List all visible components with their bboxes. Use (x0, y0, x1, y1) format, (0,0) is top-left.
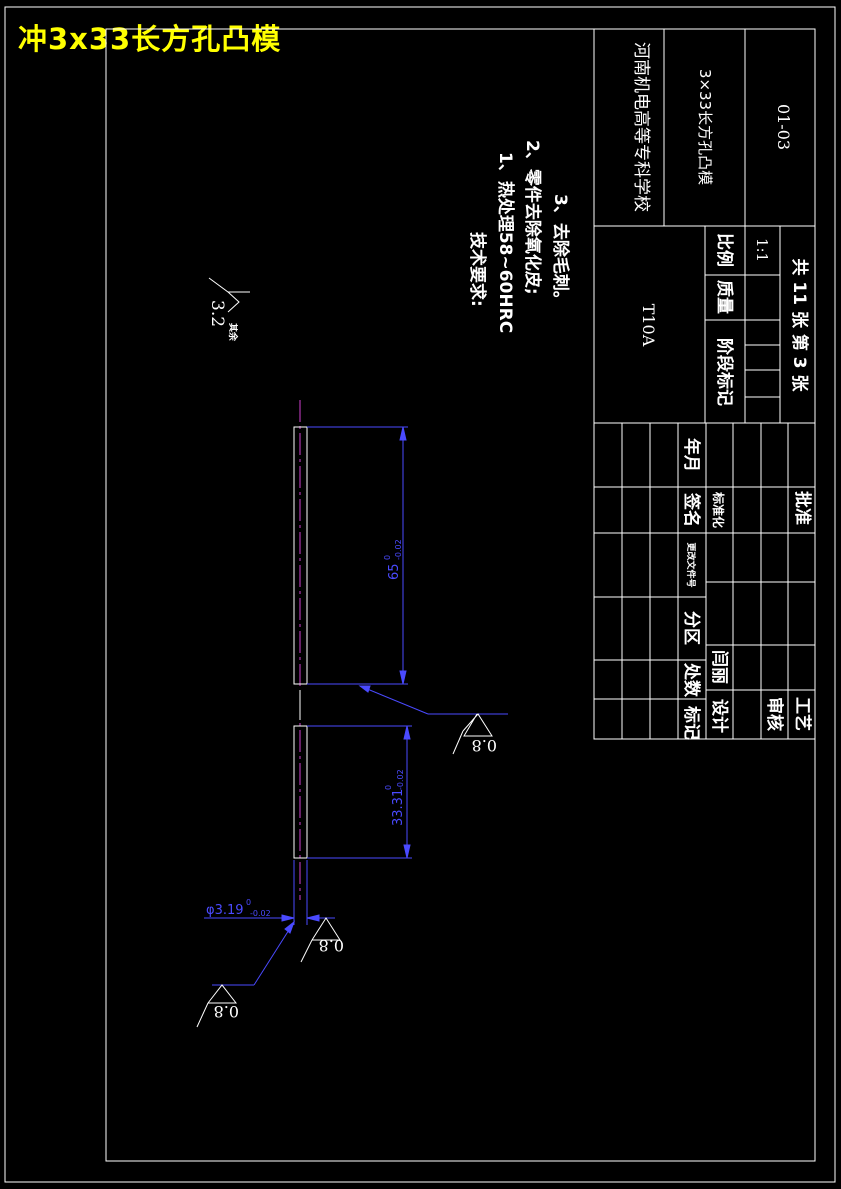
school-name: 河南机电高等专科学校 (631, 42, 651, 212)
roughness-value-3: 0.8 (214, 1002, 239, 1021)
roughness-value-2: 0.8 (319, 936, 344, 955)
designer-name: 闫丽 (709, 650, 730, 684)
design-label: 设计 (709, 699, 730, 733)
dimension-length: 65 (387, 563, 402, 580)
process-label: 工艺 (792, 697, 813, 731)
dimension-thickness-upper: 0 (246, 898, 251, 907)
rev-change-doc: 更改文件号 (685, 542, 697, 587)
roughness-symbol-1 (358, 685, 508, 755)
roughness-value-1: 0.8 (472, 736, 497, 755)
roughness-symbol-3 (196, 920, 296, 1028)
standardize-label: 标准化 (711, 491, 726, 528)
roughness-remaining-value: 3.2 (207, 300, 227, 327)
inner-border (105, 28, 816, 1162)
roughness-symbol-2 (300, 917, 341, 963)
review-label: 审核 (764, 697, 785, 731)
dimension-thickness-lines (204, 860, 335, 925)
dimension-thickness-lower: -0.02 (250, 909, 271, 918)
title-block (593, 28, 816, 740)
scale-value: 1:1 (753, 238, 771, 262)
roughness-remaining-symbol (208, 277, 250, 313)
part-view-width (293, 725, 308, 859)
drawing-title: 冲3x33长方孔凸模 (18, 22, 282, 56)
part-view-length (293, 426, 308, 685)
dimension-length-lower: -0.02 (394, 539, 403, 560)
dimension-length-lines (307, 426, 408, 685)
rev-zone: 分区 (681, 611, 701, 645)
dimension-width-lower: -0.02 (396, 769, 405, 790)
material: T10A (639, 304, 658, 347)
scale-label: 比例 (714, 233, 735, 267)
dimension-width-upper: 0 (384, 785, 393, 790)
dimension-width: 33.31 (391, 789, 406, 826)
weight-label: 质量 (714, 280, 735, 314)
tech-req-item: 3、去除毛刺。 (550, 194, 571, 308)
rev-date: 年月 (681, 438, 702, 472)
dimension-length-upper: 0 (383, 555, 392, 560)
part-name: 3×33长方孔凸模 (696, 69, 714, 185)
dimension-thickness: φ3.19 (206, 903, 244, 918)
sheet-count: 共 11 张 第 3 张 (789, 258, 810, 392)
rev-count: 处数 (681, 662, 702, 698)
approve-label: 批准 (792, 491, 813, 525)
tech-req-heading: 技术要求: (467, 232, 488, 307)
rev-signature: 签名 (681, 492, 702, 527)
drawing-number: 01-03 (774, 104, 793, 150)
rev-mark: 标记 (681, 706, 702, 740)
tech-req-item: 2、零件去除氧化皮; (522, 140, 543, 295)
stage-mark-label: 阶段标记 (714, 338, 735, 406)
outer-border (4, 6, 836, 1183)
roughness-remaining-label: 其余 (227, 323, 239, 342)
dimension-width-lines (307, 725, 412, 859)
tech-req-item: 1、热处理58~60HRC (495, 152, 516, 333)
